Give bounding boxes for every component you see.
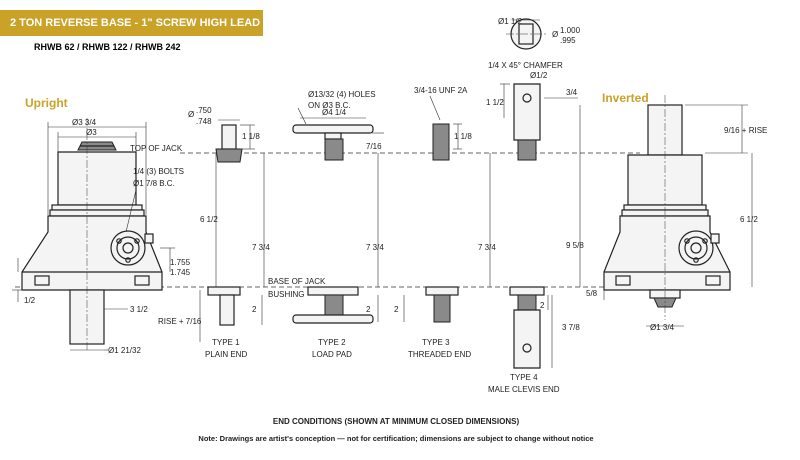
dim-750: .750 xyxy=(196,106,212,115)
dim-dia-symbol-clevis: Ø xyxy=(552,30,558,39)
holes-label-2: ON Ø3 B.C. xyxy=(308,101,351,110)
dim-3-1-2: 3 1/2 xyxy=(130,305,148,314)
dim-9-5-8: 9 5/8 xyxy=(566,241,584,250)
dim-dia-3-3-4: Ø3 3/4 xyxy=(72,118,97,127)
dim-2-b: 2 xyxy=(366,305,371,314)
dim-dia-1-21-32: Ø1 21/32 xyxy=(108,346,141,355)
upright-heading: Upright xyxy=(25,96,68,110)
top-of-jack-label: TOP OF JACK xyxy=(130,144,183,153)
dim-dia-1-3-4: Ø1 3/4 xyxy=(650,323,675,332)
type2-name: LOAD PAD xyxy=(312,350,352,359)
title-banner: 2 TON REVERSE BASE - 1" SCREW HIGH LEAD xyxy=(0,10,263,36)
bolts-label-1: 1/4 (3) BOLTS xyxy=(133,167,184,176)
type4-name: MALE CLEVIS END xyxy=(488,385,560,394)
dim-3-7-8: 3 7/8 xyxy=(562,323,580,332)
type2-label: TYPE 2 xyxy=(318,338,346,347)
dim-7-3-4-c: 7 3/4 xyxy=(478,243,496,252)
dim-1-1-8-b: 1 1/8 xyxy=(454,132,472,141)
inverted-dimensions: 9/16 + RISE 6 1/2 9 5/8 5/8 Ø1 3/4 xyxy=(566,104,767,332)
dim-1755: 1.755 xyxy=(170,258,191,267)
inverted-jack xyxy=(603,95,731,320)
type3-label: TYPE 3 xyxy=(422,338,450,347)
dim-1000: 1.000 xyxy=(560,26,581,35)
bushing-label: BUSHING xyxy=(268,290,304,299)
type4-label: TYPE 4 xyxy=(510,373,538,382)
unf-label: 3/4-16 UNF 2A xyxy=(414,86,468,95)
dim-7-16: 7/16 xyxy=(366,142,382,151)
dim-1-2: 1/2 xyxy=(24,296,36,305)
figure-caption: END CONDITIONS (SHOWN AT MINIMUM CLOSED … xyxy=(273,417,520,426)
dim-7-3-4-a: 7 3/4 xyxy=(252,243,270,252)
dim-dia-3: Ø3 xyxy=(86,128,97,137)
dim-6-1-2-right: 6 1/2 xyxy=(740,215,758,224)
dim-rise-7-16: RISE + 7/16 xyxy=(158,317,202,326)
inverted-heading: Inverted xyxy=(602,91,649,105)
type3-threaded-end: 1 1/8 3/4-16 UNF 2A 7 3/4 2 TYPE 3 THREA… xyxy=(394,86,496,359)
type1-name: PLAIN END xyxy=(205,350,247,359)
type4-male-clevis: Ø1 1/2 Ø 1.000 .995 1/4 X 45° CHAMFER Ø1… xyxy=(486,17,581,394)
dim-6-1-2-left: 6 1/2 xyxy=(200,215,218,224)
dim-3-4: 3/4 xyxy=(566,88,578,97)
type1-plain-end: 1 1/8 Ø .750 .748 7 3/4 2 TYPE 1 PLAIN E… xyxy=(188,106,270,359)
type3-name: THREADED END xyxy=(408,350,471,359)
dim-7-3-4-b: 7 3/4 xyxy=(366,243,384,252)
chamfer-label: 1/4 X 45° CHAMFER xyxy=(488,61,563,70)
holes-label-1: Ø13/32 (4) HOLES xyxy=(308,90,376,99)
dim-5-8: 5/8 xyxy=(586,289,598,298)
dim-9-16-rise: 9/16 + RISE xyxy=(724,126,767,135)
dim-2-a: 2 xyxy=(252,305,257,314)
disclaimer-note: Note: Drawings are artist's conception —… xyxy=(198,434,593,443)
type1-label: TYPE 1 xyxy=(212,338,240,347)
dim-995: .995 xyxy=(560,36,576,45)
dim-dia-1-2: Ø1/2 xyxy=(530,71,548,80)
model-numbers: RHWB 62 / RHWB 122 / RHWB 242 xyxy=(34,42,181,52)
dim-dia-symbol: Ø xyxy=(188,110,194,119)
dim-dia-4-1-4: Ø4 1/4 xyxy=(322,108,347,117)
dim-1-1-2-r: 1 1/2 xyxy=(486,98,504,107)
dim-748: .748 xyxy=(196,117,212,126)
dim-1-1-8-a: 1 1/8 xyxy=(242,132,260,141)
dim-dia-1-1-2: Ø1 1/2 xyxy=(498,17,523,26)
upright-dimensions: Ø3 3/4 Ø3 TOP OF JACK 1/4 (3) BOLTS Ø1 7… xyxy=(12,118,326,355)
dim-2-d: 2 xyxy=(540,301,545,310)
base-of-jack-label: BASE OF JACK xyxy=(268,277,326,286)
dim-1745: 1.745 xyxy=(170,268,191,277)
upright-jack xyxy=(21,118,163,352)
bolts-label-2: Ø1 7/8 B.C. xyxy=(133,179,175,188)
dim-2-c: 2 xyxy=(394,305,399,314)
type2-load-pad: Ø4 1/4 Ø13/32 (4) HOLES ON Ø3 B.C. 7/16 … xyxy=(292,90,384,359)
